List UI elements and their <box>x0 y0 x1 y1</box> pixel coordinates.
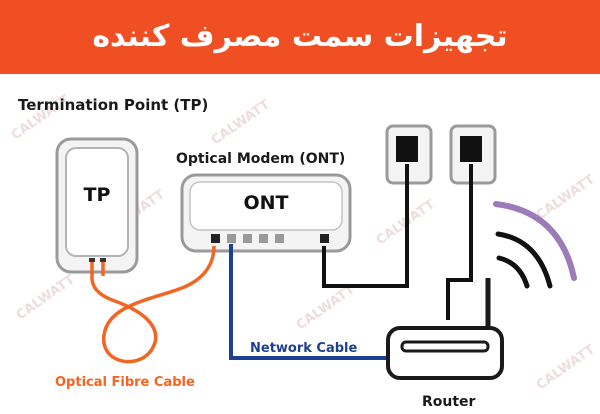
network-cable-line <box>229 244 390 360</box>
wifi-icon <box>493 201 577 289</box>
termination-point-box: TP <box>55 137 139 274</box>
power-cable <box>322 164 409 288</box>
router-power-cable <box>446 164 473 320</box>
wall-socket <box>449 124 497 185</box>
fibre-cable-line <box>90 245 216 364</box>
router-label: Router <box>422 394 476 410</box>
watermark-text: CALWATT <box>14 272 78 323</box>
optical-fibre-cable-label: Optical Fibre Cable <box>55 375 195 390</box>
router-device <box>386 278 504 380</box>
network-cable-label: Network Cable <box>250 341 358 356</box>
ont-device: ONT <box>180 173 352 253</box>
termination-point-label: Termination Point (TP) <box>18 96 208 114</box>
watermark-text: CALWATT <box>294 282 358 333</box>
tp-label: TP <box>84 184 111 206</box>
optical-modem-label: Optical Modem (ONT) <box>176 151 345 167</box>
ont-label: ONT <box>243 192 288 214</box>
watermark-text: CALWATT <box>209 97 273 148</box>
watermark-text: CALWATT <box>534 172 598 223</box>
title-banner: تجهیزات سمت مصرف کننده <box>0 0 600 74</box>
watermark-text: CALWATT <box>534 342 598 393</box>
banner-title: تجهیزات سمت مصرف کننده <box>92 19 508 54</box>
network-diagram: CALWATT CALWATT CALWATT CALWATT CALWATT … <box>9 92 598 410</box>
